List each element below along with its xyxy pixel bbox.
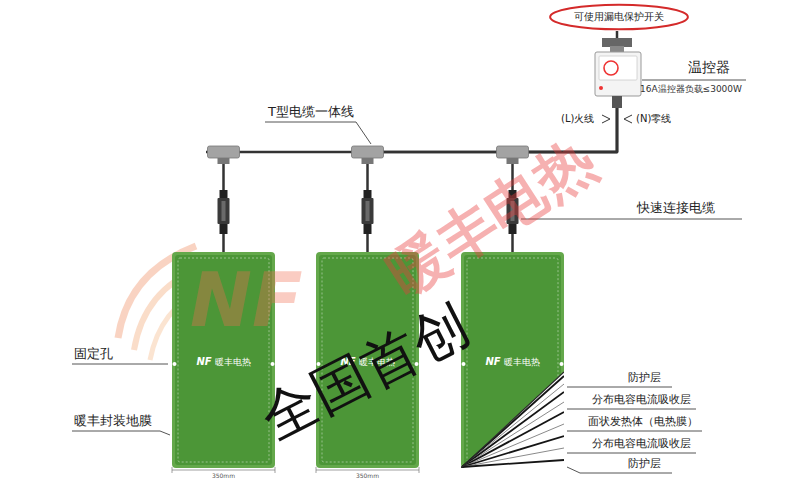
quick-connector <box>364 190 372 198</box>
leader-line <box>265 122 371 144</box>
panel-body <box>461 252 564 468</box>
wire-arrow <box>602 115 632 123</box>
leader-line <box>642 80 746 81</box>
wire-arrow <box>602 115 610 123</box>
layer-label: 面状发热体（电热膜） <box>588 415 698 428</box>
wire-label: (N)零线 <box>636 113 671 125</box>
t-cable <box>352 146 384 158</box>
quick-connector <box>220 190 228 198</box>
thermostat-screen <box>599 56 637 80</box>
quick-connector <box>222 201 226 221</box>
quick-connector <box>220 224 228 234</box>
t-cable <box>208 146 240 158</box>
layer-label: 防护层 <box>628 371 661 384</box>
layer-edge <box>462 436 564 467</box>
fixing-hole <box>173 362 177 366</box>
notice-text: 可使用漏电保护开关 <box>574 11 664 23</box>
thermostat-body <box>595 52 641 96</box>
dimension-line <box>172 467 173 473</box>
brand-mark <box>604 61 618 75</box>
layer-label: 分布电容电流吸收层 <box>592 393 691 406</box>
layer-label: 分布电容电流吸收层 <box>592 437 691 450</box>
leader-line <box>72 364 168 365</box>
part-label: 暖丰封装地膜 <box>74 413 152 429</box>
layer-edge <box>462 402 564 467</box>
layer-edge <box>462 392 564 467</box>
heating-film-panel: NF 暖丰电热 <box>461 252 564 468</box>
dimension: 350mm <box>356 472 379 479</box>
leader-line <box>567 453 696 454</box>
wire-label: (L)火线 <box>561 113 594 125</box>
brand-logo: NF <box>485 356 500 368</box>
quick-connector <box>362 198 374 224</box>
thermostat-label: 温控器 <box>688 59 730 76</box>
brand-name: 暖丰电热 <box>215 357 251 368</box>
dimension-line <box>316 467 317 473</box>
part-label: 固定孔 <box>74 346 113 362</box>
mount-bracket <box>602 38 632 47</box>
watermark-logo: NF <box>190 256 302 345</box>
layer-edge <box>462 424 564 467</box>
thermostat-plug <box>612 100 622 108</box>
fixing-hole <box>560 362 564 366</box>
layer-edge <box>462 384 564 467</box>
part-label: T型电缆一体线 <box>268 104 354 120</box>
layer-label: 防护层 <box>628 457 661 470</box>
peeled-layers <box>461 372 564 468</box>
t-cable <box>206 146 529 164</box>
fixing-hole <box>462 362 466 366</box>
layer-edge <box>461 372 564 468</box>
part-label: 快速连接电缆 <box>637 200 715 216</box>
fixing-hole <box>271 362 275 366</box>
ellipse-outline <box>550 5 688 30</box>
power-led <box>599 86 603 90</box>
leader-line <box>72 122 742 473</box>
dimension-line <box>275 467 276 473</box>
notice-ellipse: 可使用漏电保护开关 <box>548 3 690 31</box>
brand-logo: NF <box>196 356 211 368</box>
brand-name: 暖丰电热 <box>504 357 540 368</box>
leader-line <box>567 387 672 388</box>
layer-edge <box>462 448 564 467</box>
leader-line <box>72 431 170 435</box>
layer-edge <box>462 460 564 467</box>
thermostat-spec: 16A温控器负载≤3000W <box>640 84 742 95</box>
cable-wire <box>616 31 619 38</box>
dimension-line <box>419 467 420 473</box>
leader-line <box>567 431 702 432</box>
dimension: 350mm <box>212 472 235 479</box>
dimension-line <box>316 470 419 471</box>
thermostat-plug <box>612 100 622 108</box>
wire-arrow <box>624 115 632 123</box>
quick-connector <box>364 224 372 234</box>
quick-connector <box>218 198 230 224</box>
dimension-line <box>172 470 275 471</box>
cable-plug <box>612 96 622 100</box>
t-cable <box>218 158 230 164</box>
thermostat: 温控器 16A温控器负载≤3000W <box>590 38 775 100</box>
quick-connector <box>366 201 370 221</box>
t-cable <box>362 158 374 164</box>
leader-line <box>567 409 696 410</box>
